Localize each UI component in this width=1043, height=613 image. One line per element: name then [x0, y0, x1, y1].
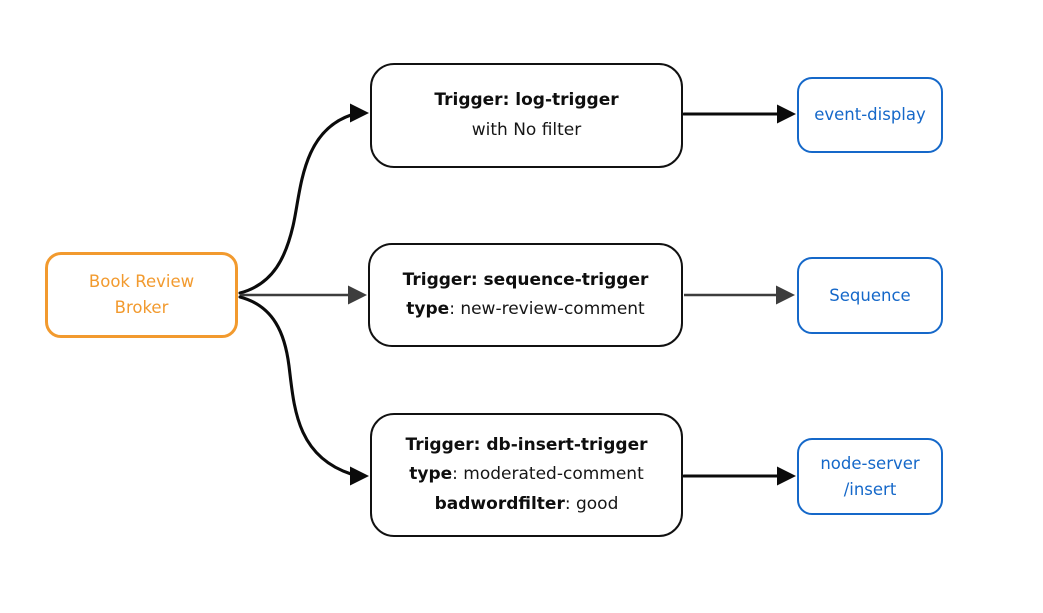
node-node-server-insert: node-server /insert [797, 438, 943, 515]
trigger-db-filter-type: type: moderated-comment [409, 460, 644, 489]
trigger-db-filter-type-value: : moderated-comment [452, 464, 644, 485]
arrowhead-sequence-trigger [348, 285, 367, 305]
trigger-sequence-filter-value: : new-review-comment [449, 299, 645, 319]
trigger-db-filter-badword-key: badwordfilter [434, 493, 565, 514]
node-trigger-sequence: Trigger: sequence-trigger type: new-revi… [368, 243, 683, 347]
edge-broker-to-log-trigger [238, 113, 353, 295]
arrowhead-node-server [777, 466, 796, 486]
trigger-db-filter-badword-value: : good [564, 493, 619, 514]
trigger-sequence-filter: type: new-review-comment [406, 295, 644, 324]
node-trigger-log: Trigger: log-trigger with No filter [370, 63, 683, 168]
node-event-display: event-display [797, 77, 943, 153]
node-sequence: Sequence [797, 257, 943, 334]
sequence-label: Sequence [829, 285, 911, 305]
trigger-sequence-filter-key: type [406, 299, 450, 319]
node-broker: Book Review Broker [45, 252, 238, 338]
trigger-db-filter-badword: badwordfilter: good [435, 490, 619, 519]
node-trigger-db-insert: Trigger: db-insert-trigger type: moderat… [370, 413, 683, 537]
arrowhead-sequence [776, 285, 795, 305]
broker-label-line1: Book Review [88, 272, 195, 292]
trigger-db-filter-type-key: type [409, 464, 453, 485]
node-server-label-line1: node-server [820, 453, 920, 473]
event-display-label: event-display [814, 105, 926, 125]
trigger-sequence-title: Trigger: sequence-trigger [402, 269, 649, 290]
trigger-db-title: Trigger: db-insert-trigger [405, 434, 648, 455]
edge-broker-to-db-insert-trigger [238, 295, 353, 476]
broker-label-line2: Broker [114, 298, 169, 317]
trigger-log-title: Trigger: log-trigger [434, 90, 619, 111]
node-server-label-line2: /insert [843, 479, 897, 499]
arrowhead-event-display [777, 104, 796, 124]
arrowhead-log-trigger [350, 103, 369, 123]
arrowhead-db-insert-trigger [350, 466, 369, 486]
trigger-log-filter: with No filter [471, 119, 582, 140]
